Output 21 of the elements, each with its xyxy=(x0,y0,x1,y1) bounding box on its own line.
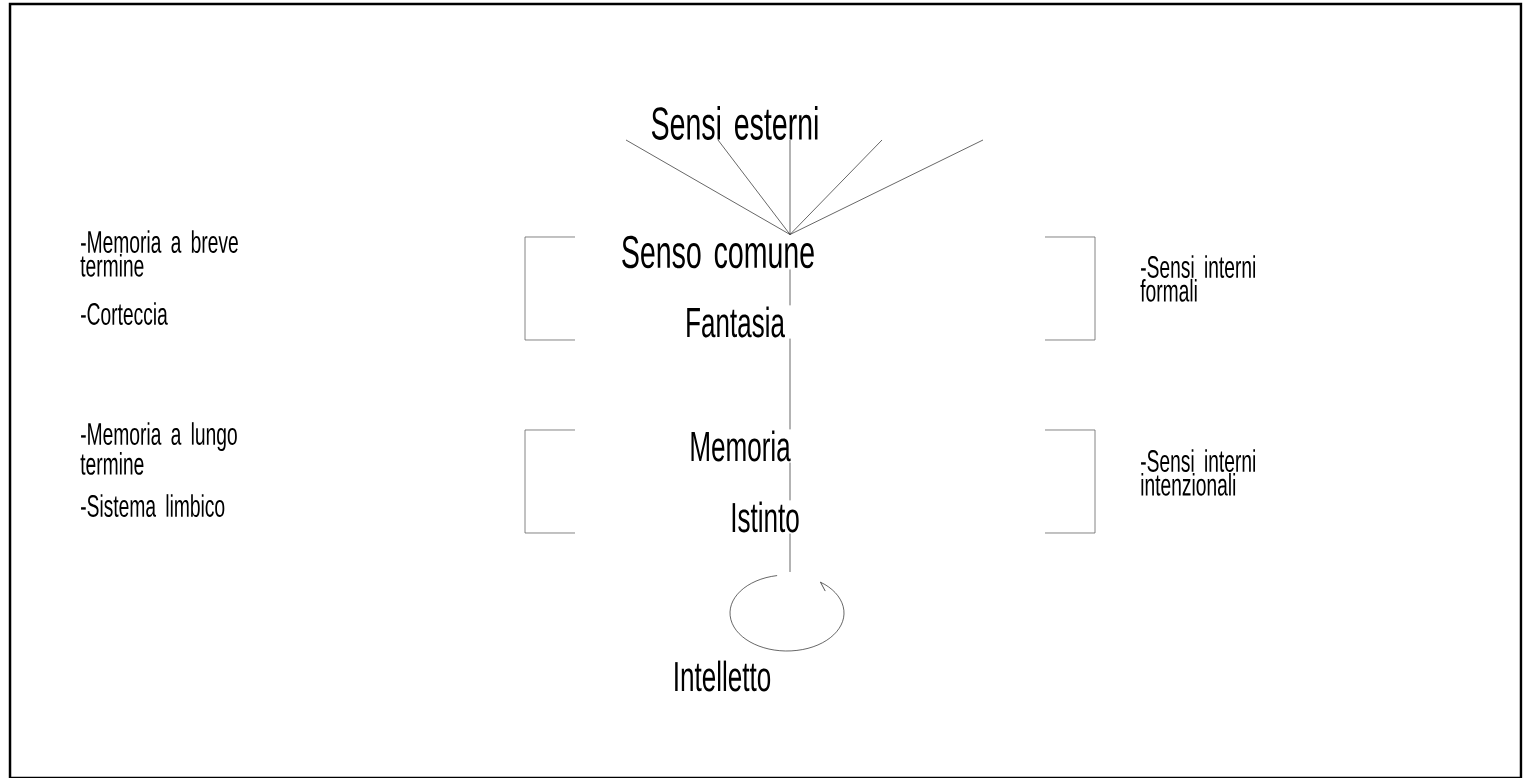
connector-line xyxy=(789,338,791,430)
connector-line xyxy=(625,139,791,235)
connector-line xyxy=(789,269,791,306)
connector-line xyxy=(717,139,791,235)
node-text: Fantasia xyxy=(683,305,787,339)
node-text: Memoria xyxy=(687,429,793,463)
node-text: Sensi esterni xyxy=(648,105,822,141)
node-text: Senso comune xyxy=(618,234,818,270)
side-label: -Sensi interni intenzionali xyxy=(1141,449,1255,496)
connector-line xyxy=(789,462,791,501)
connector-line xyxy=(789,139,791,235)
side-label: -Sensi interni formali xyxy=(1140,255,1255,302)
node-text: Istinto xyxy=(728,500,802,534)
connector-line xyxy=(789,139,883,235)
side-label: -Memoria a lungo termine xyxy=(80,422,237,475)
connector-line xyxy=(789,533,791,573)
side-label: -Sistema limbico xyxy=(81,494,225,517)
side-label: -Corteccia xyxy=(81,302,168,325)
node-text: Intelletto xyxy=(670,659,774,693)
side-label: -Memoria a breve termine xyxy=(80,230,238,277)
connector-line xyxy=(789,139,984,235)
